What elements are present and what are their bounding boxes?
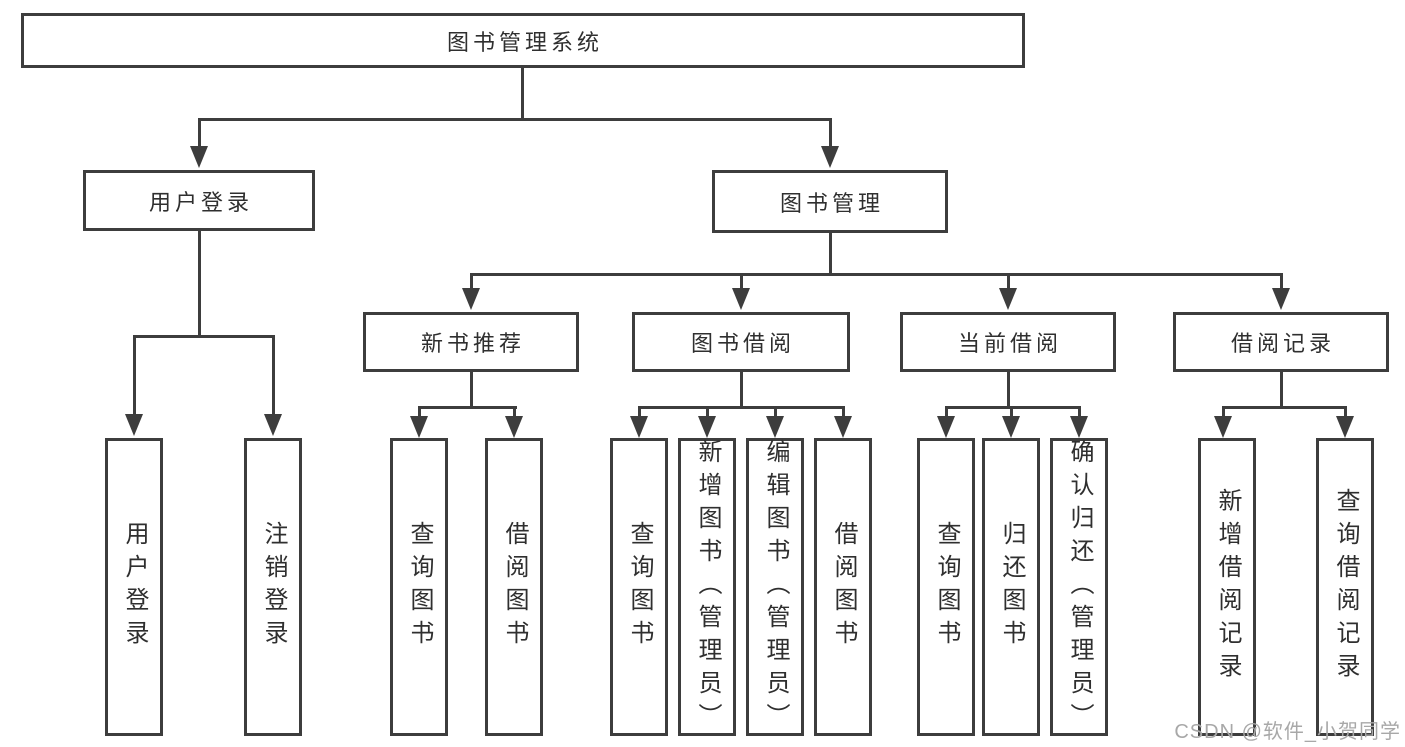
node-borrowing-records: 借阅记录 bbox=[1173, 312, 1389, 372]
arrow-down-icon bbox=[1336, 416, 1354, 438]
arrow-down-icon bbox=[698, 416, 716, 438]
arrow-down-icon bbox=[766, 416, 784, 438]
arrow-down-icon bbox=[821, 146, 839, 168]
connector-to-leaf bbox=[1078, 406, 1081, 416]
connector-to-leaf bbox=[513, 406, 516, 416]
connector-new-book-trunk bbox=[470, 372, 473, 406]
node-label: 用户登录 bbox=[121, 521, 148, 653]
connector-borrow-record-spread bbox=[1222, 406, 1346, 409]
connector-book-mgmt-spread bbox=[470, 273, 1282, 276]
connector-to-leaf bbox=[1344, 406, 1347, 416]
connector-to-book-management bbox=[829, 118, 832, 146]
leaf-borrow-books-borrowing: 借阅图书 bbox=[814, 438, 872, 736]
leaf-query-books-recommend: 查询图书 bbox=[390, 438, 448, 736]
connector-to-book-borrow bbox=[740, 273, 743, 288]
connector-current-borrow-spread bbox=[945, 406, 1081, 409]
connector-to-leaf bbox=[706, 406, 709, 416]
arrow-down-icon bbox=[462, 288, 480, 310]
node-label: 归还图书 bbox=[998, 521, 1025, 653]
node-current-borrowing: 当前借阅 bbox=[900, 312, 1116, 372]
leaf-confirm-return-admin: 确认归还（管理员） bbox=[1050, 438, 1108, 736]
arrow-down-icon bbox=[834, 416, 852, 438]
connector-to-borrow-record bbox=[1280, 273, 1283, 288]
node-user-login: 用户登录 bbox=[83, 170, 315, 231]
arrow-down-icon bbox=[1214, 416, 1232, 438]
connector-to-leaf bbox=[1010, 406, 1013, 416]
connector-root-spread bbox=[198, 118, 832, 121]
leaf-query-borrow-record: 查询借阅记录 bbox=[1316, 438, 1374, 736]
connector-to-leaf bbox=[774, 406, 777, 416]
node-label: 编辑图书（管理员） bbox=[762, 438, 789, 736]
leaf-add-book-admin: 新增图书（管理员） bbox=[678, 438, 736, 736]
arrow-down-icon bbox=[937, 416, 955, 438]
arrow-down-icon bbox=[190, 146, 208, 168]
node-label: 借阅图书 bbox=[501, 521, 528, 653]
connector-to-leaf bbox=[1222, 406, 1225, 416]
connector-to-leaf-user-login bbox=[133, 335, 136, 414]
node-label: 图书管理 bbox=[779, 190, 884, 216]
connector-user-login-trunk bbox=[198, 231, 201, 335]
node-label: 查询图书 bbox=[406, 521, 433, 653]
node-label: 查询借阅记录 bbox=[1332, 488, 1359, 686]
leaf-add-borrow-record: 新增借阅记录 bbox=[1198, 438, 1256, 736]
node-label: 查询图书 bbox=[933, 521, 960, 653]
node-label: 图书管理系统 bbox=[446, 29, 603, 55]
arrow-down-icon bbox=[1272, 288, 1290, 310]
connector-to-leaf-logout bbox=[272, 335, 275, 414]
connector-user-login-spread bbox=[133, 335, 274, 338]
connector-borrow-record-trunk bbox=[1280, 372, 1283, 406]
connector-book-borrow-trunk bbox=[740, 372, 743, 406]
node-book-management: 图书管理 bbox=[712, 170, 948, 233]
connector-root-trunk bbox=[521, 68, 524, 118]
leaf-query-books-borrowing: 查询图书 bbox=[610, 438, 668, 736]
connector-book-borrow-spread bbox=[638, 406, 845, 409]
arrow-down-icon bbox=[410, 416, 428, 438]
connector-to-user-login bbox=[198, 118, 201, 146]
node-label: 确认归还（管理员） bbox=[1066, 438, 1093, 736]
leaf-user-login: 用户登录 bbox=[105, 438, 163, 736]
arrow-down-icon bbox=[264, 414, 282, 436]
leaf-return-books: 归还图书 bbox=[982, 438, 1040, 736]
connector-to-current-borrow bbox=[1007, 273, 1010, 288]
connector-new-book-spread bbox=[418, 406, 517, 409]
arrow-down-icon bbox=[999, 288, 1017, 310]
connector-to-leaf bbox=[418, 406, 421, 416]
arrow-down-icon bbox=[630, 416, 648, 438]
node-label: 借阅记录 bbox=[1230, 331, 1335, 356]
node-label: 图书借阅 bbox=[690, 331, 795, 356]
node-label: 注销登录 bbox=[260, 521, 287, 653]
arrow-down-icon bbox=[732, 288, 750, 310]
arrow-down-icon bbox=[505, 416, 523, 438]
arrow-down-icon bbox=[1002, 416, 1020, 438]
node-book-management-system: 图书管理系统 bbox=[21, 13, 1025, 68]
node-label: 用户登录 bbox=[148, 189, 253, 215]
node-label: 新增借阅记录 bbox=[1214, 488, 1241, 686]
connector-to-leaf bbox=[638, 406, 641, 416]
node-new-book-recommend: 新书推荐 bbox=[363, 312, 579, 372]
leaf-borrow-books-recommend: 借阅图书 bbox=[485, 438, 543, 736]
leaf-logout: 注销登录 bbox=[244, 438, 302, 736]
node-book-borrowing: 图书借阅 bbox=[632, 312, 850, 372]
connector-to-leaf bbox=[945, 406, 948, 416]
connector-current-borrow-trunk bbox=[1007, 372, 1010, 406]
node-label: 借阅图书 bbox=[830, 521, 857, 653]
arrow-down-icon bbox=[1070, 416, 1088, 438]
node-label: 新书推荐 bbox=[420, 331, 525, 356]
connector-to-new-book bbox=[470, 273, 473, 288]
node-label: 查询图书 bbox=[626, 521, 653, 653]
connector-book-mgmt-trunk bbox=[829, 233, 832, 273]
node-label: 新增图书（管理员） bbox=[694, 438, 721, 736]
leaf-edit-book-admin: 编辑图书（管理员） bbox=[746, 438, 804, 736]
csdn-watermark: CSDN @软件_小贺同学 bbox=[1174, 721, 1401, 743]
arrow-down-icon bbox=[125, 414, 143, 436]
leaf-query-books-current: 查询图书 bbox=[917, 438, 975, 736]
node-label: 当前借阅 bbox=[957, 331, 1062, 356]
connector-to-leaf bbox=[842, 406, 845, 416]
